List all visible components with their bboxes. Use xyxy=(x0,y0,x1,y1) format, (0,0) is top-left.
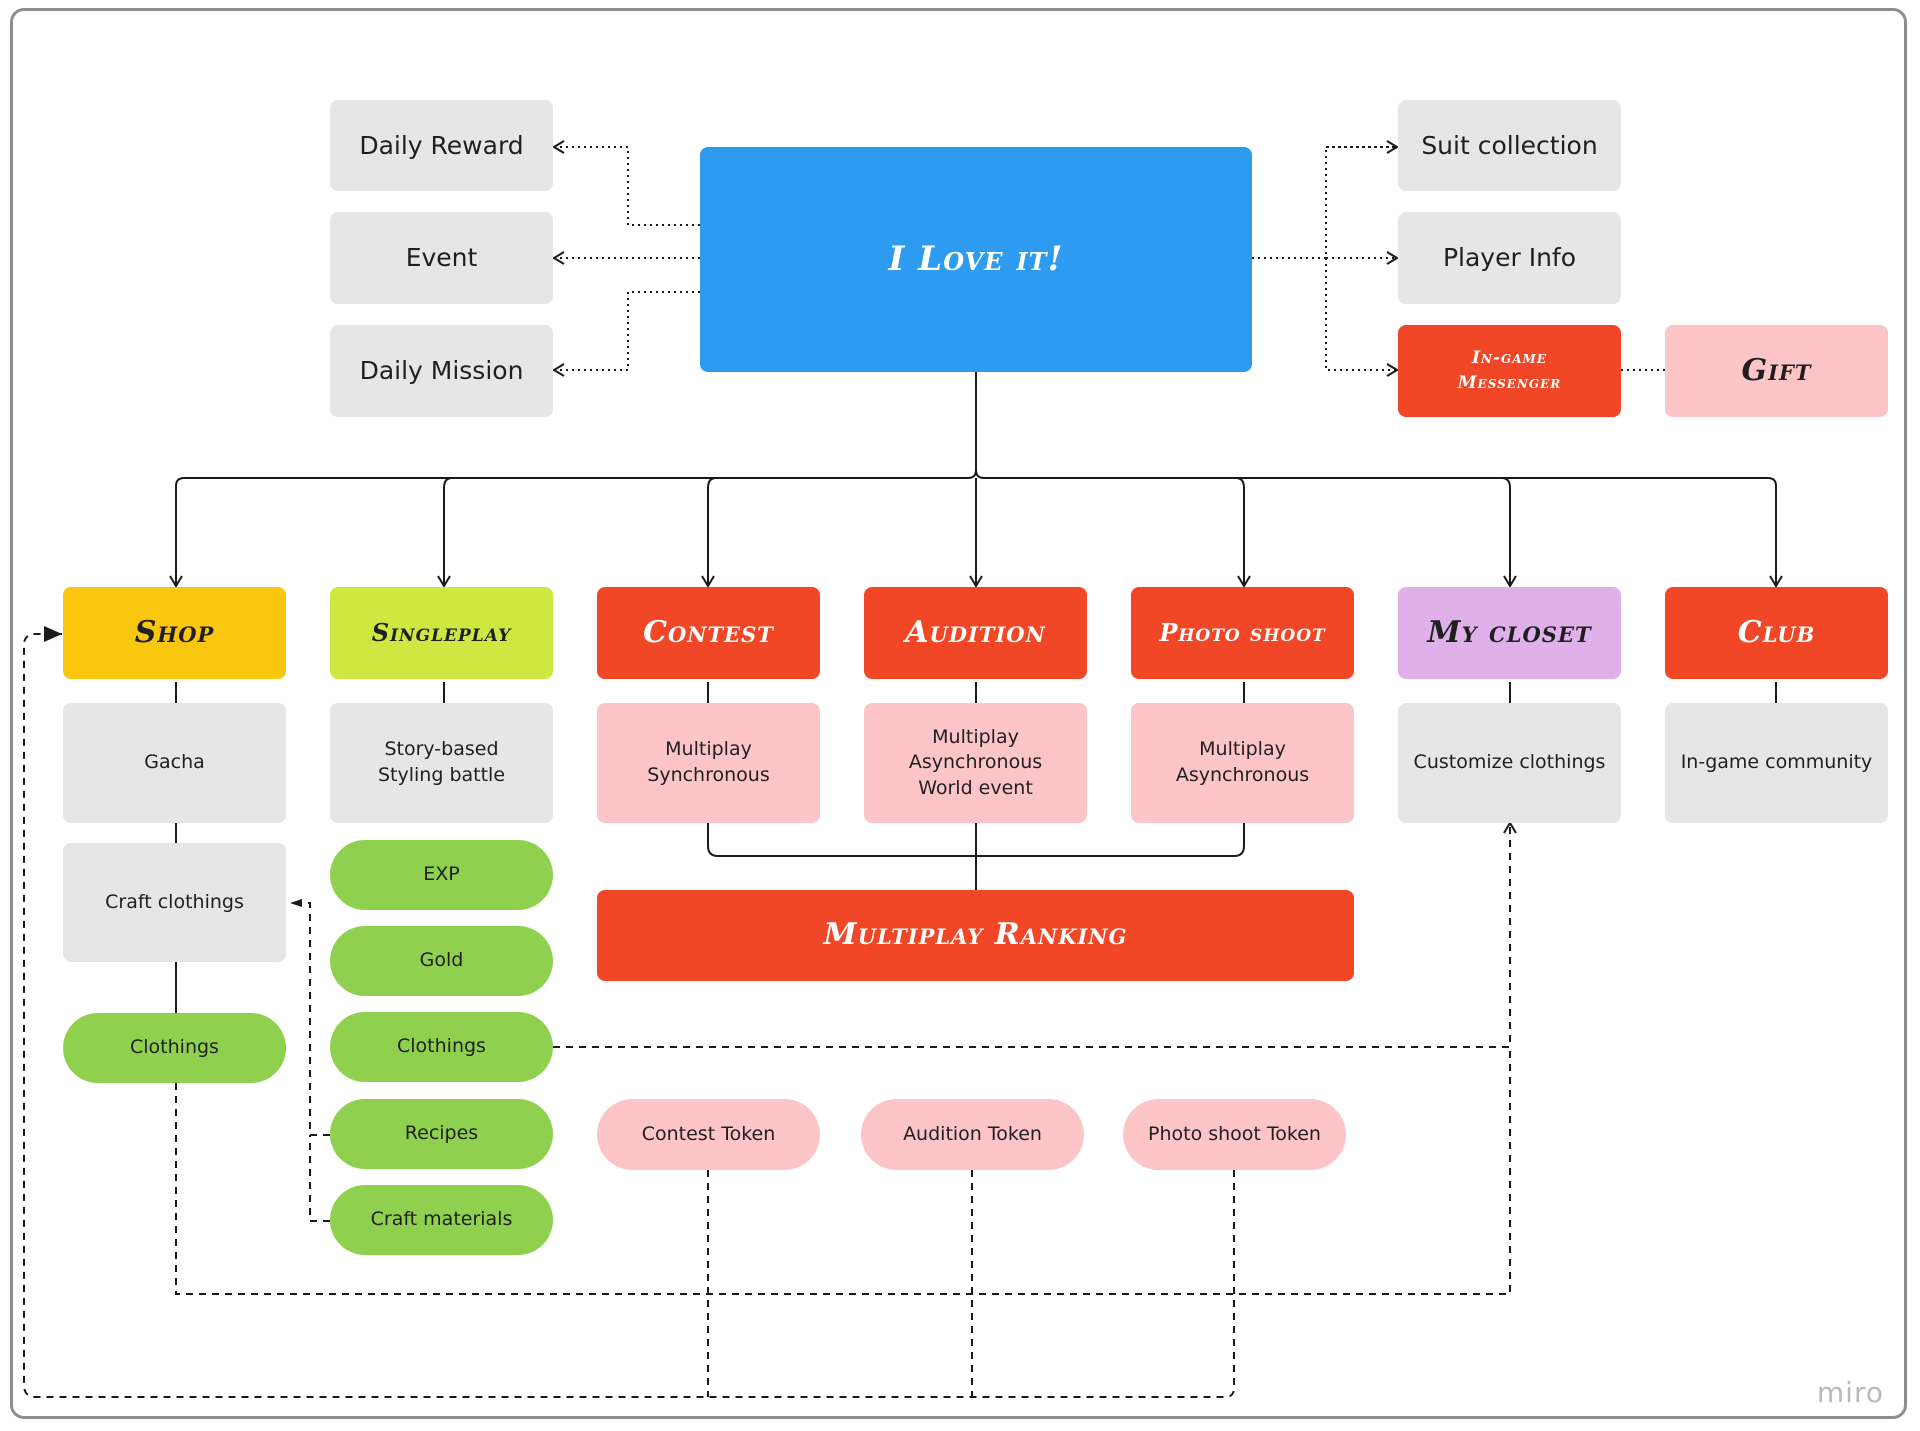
category-shop[interactable]: Shop xyxy=(63,587,286,679)
reward-exp[interactable]: EXP xyxy=(330,840,553,910)
board-frame xyxy=(10,8,1907,1419)
reward-clothings[interactable]: Clothings xyxy=(330,1012,553,1082)
detail-photoshoot-mode[interactable]: Multiplay Asynchronous xyxy=(1131,703,1354,823)
flow-recipes-craft xyxy=(290,899,330,1136)
flow-shop-clothings-closet xyxy=(175,1047,1511,1295)
link-center-daily-reward xyxy=(552,140,700,226)
reward-gold[interactable]: Gold xyxy=(330,926,553,996)
central-node[interactable]: I Love it! xyxy=(700,147,1252,372)
drop-singleplay xyxy=(444,477,452,586)
category-audition[interactable]: Audition xyxy=(864,587,1087,679)
miro-watermark: miro xyxy=(1816,1376,1884,1409)
category-contest[interactable]: Contest xyxy=(597,587,820,679)
category-singleplay[interactable]: Singleplay xyxy=(330,587,553,679)
audition-token-pill[interactable]: Audition Token xyxy=(861,1099,1084,1170)
ingame-messenger-node[interactable]: In-game Messenger xyxy=(1398,325,1621,417)
detail-ingame-community[interactable]: In-game community xyxy=(1665,703,1888,823)
suit-collection-node[interactable]: Suit collection xyxy=(1398,100,1621,191)
link-center-daily-mission xyxy=(552,291,700,377)
craft-clothings-node[interactable]: Craft clothings xyxy=(63,843,286,962)
multiplay-ranking-node[interactable]: Multiplay Ranking xyxy=(597,890,1354,981)
category-my-closet[interactable]: My closet xyxy=(1398,587,1621,679)
reward-recipes[interactable]: Recipes xyxy=(330,1099,553,1169)
flow-clothings-closet xyxy=(553,821,1517,1048)
detail-audition-mode[interactable]: Multiplay Asynchronous World event xyxy=(864,703,1087,823)
drop-contest xyxy=(708,477,716,586)
bus-categories xyxy=(175,469,1777,586)
link-center-right-items xyxy=(1252,146,1397,370)
detail-story-styling-battle[interactable]: Story-based Styling battle xyxy=(330,703,553,823)
flow-tokens-shop xyxy=(23,634,1235,1398)
drop-mycloset xyxy=(1502,477,1510,586)
player-info-node[interactable]: Player Info xyxy=(1398,212,1621,304)
detail-customize-clothings[interactable]: Customize clothings xyxy=(1398,703,1621,823)
flow-materials-craft xyxy=(309,1135,330,1222)
category-photo-shoot[interactable]: Photo shoot xyxy=(1131,587,1354,679)
daily-mission-node[interactable]: Daily Mission xyxy=(330,325,553,417)
detail-contest-mode[interactable]: Multiplay Synchronous xyxy=(597,703,820,823)
shop-clothings-pill[interactable]: Clothings xyxy=(63,1013,286,1083)
event-node[interactable]: Event xyxy=(330,212,553,304)
drop-photoshoot xyxy=(1236,477,1244,586)
reward-craft-materials[interactable]: Craft materials xyxy=(330,1185,553,1255)
contest-token-pill[interactable]: Contest Token xyxy=(597,1099,820,1170)
category-club[interactable]: Club xyxy=(1665,587,1888,679)
detail-gacha[interactable]: Gacha xyxy=(63,703,286,823)
gift-node[interactable]: Gift xyxy=(1665,325,1888,417)
photoshoot-token-pill[interactable]: Photo shoot Token xyxy=(1123,1099,1346,1170)
daily-reward-node[interactable]: Daily Reward xyxy=(330,100,553,191)
merge-ranking xyxy=(707,823,1245,890)
